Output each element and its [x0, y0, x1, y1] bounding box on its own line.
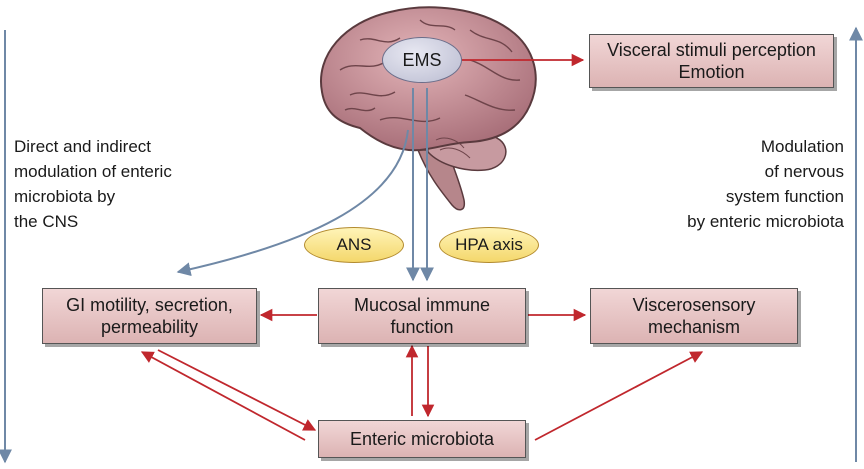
left-side-label: Direct and indirect modulation of enteri… [14, 137, 172, 231]
gi-motility-label: GI motility, secretion, permeability [66, 295, 233, 337]
ems-to-gi-arrow [176, 129, 409, 277]
ans-label: ANS [336, 235, 372, 254]
ems-label: EMS [402, 49, 442, 70]
enteric-to-viscerosensory-arrow [534, 351, 704, 441]
enteric-to-gi-arrow [140, 351, 306, 441]
visceral-perception-box: Visceral stimuli perception Emotion [589, 34, 834, 88]
right-side-label: Modulation of nervous system function by… [687, 137, 844, 231]
hpa-axis-oval: HPA axis [439, 227, 539, 263]
viscerosensory-label: Viscerosensory mechanism [632, 295, 756, 337]
visceral-perception-label: Visceral stimuli perception Emotion [607, 40, 816, 82]
gi-to-enteric-arrow [157, 349, 317, 431]
mucosal-immune-box: Mucosal immune function [318, 288, 526, 344]
ans-oval: ANS [304, 227, 404, 263]
viscerosensory-box: Viscerosensory mechanism [590, 288, 798, 344]
enteric-microbiota-label: Enteric microbiota [349, 429, 495, 449]
mucosal-immune-label: Mucosal immune function [353, 295, 491, 337]
ems-node: EMS [382, 37, 462, 83]
hpa-axis-label: HPA axis [455, 235, 523, 254]
enteric-microbiota-box: Enteric microbiota [318, 420, 526, 458]
gi-motility-box: GI motility, secretion, permeability [42, 288, 257, 344]
